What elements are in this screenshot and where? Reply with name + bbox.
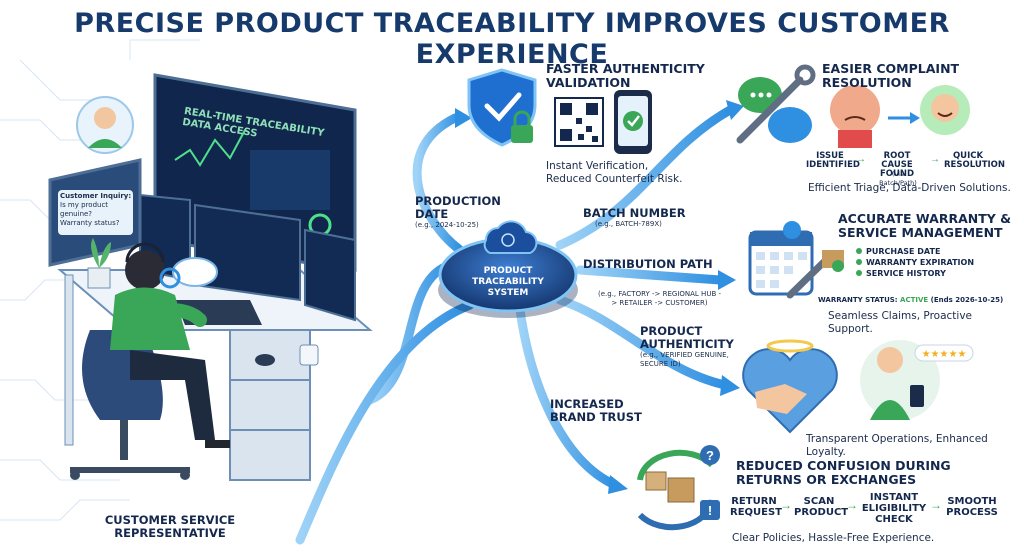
distribution-path-example: (e.g., FACTORY -> REGIONAL HUB -> RETAIL…	[597, 290, 721, 307]
complaint-step: QUICK RESOLUTION	[944, 151, 1006, 170]
returns-step: RETURN REQUEST	[730, 496, 783, 518]
batch-number-label: BATCH NUMBER (e.g., BATCH-789X)	[583, 207, 713, 229]
returns-step: INSTANT ELIGIBILITY CHECK	[861, 492, 927, 525]
returns-title: REDUCED CONFUSION DURING RETURNS OR EXCH…	[736, 458, 951, 487]
authenticity-title: FASTER AUTHENTICITY VALIDATION	[546, 61, 705, 90]
flow-to-trust	[555, 295, 730, 390]
arrow-icon: →	[846, 498, 858, 512]
representative-caption: CUSTOMER SERVICE REPRESENTATIVE	[104, 513, 236, 540]
calendar-wrench-icon	[748, 221, 832, 299]
svg-text:★★★★★: ★★★★★	[922, 349, 967, 360]
page-title: PRECISE PRODUCT TRACEABILITY IMPROVES CU…	[74, 8, 950, 70]
flow-to-representative	[295, 300, 475, 545]
flow-to-distribution	[575, 265, 725, 285]
flow-arrows	[295, 105, 735, 545]
flow-to-returns	[515, 305, 620, 490]
batch-number-title: BATCH NUMBER	[583, 206, 686, 220]
product-authenticity-example: (e.g., VERIFIED GENUINE, SECURE ID)	[640, 351, 729, 368]
returns-step: SMOOTH PROCESS	[946, 496, 998, 518]
production-date-label: PRODUCTION DATE (e.g., 2024-10-25)	[415, 195, 535, 230]
warranty-item: WARRANTY EXPIRATION	[856, 257, 996, 268]
bullet-icon	[856, 259, 862, 265]
chat-wrench-icon	[736, 64, 816, 144]
cloud-brain-icon	[483, 220, 538, 254]
returns-steps: RETURN REQUEST → SCAN PRODUCT → INSTANT …	[730, 492, 1020, 526]
phone-check-icon	[614, 90, 652, 154]
customer-rating-icon: ★★★★★	[860, 340, 974, 420]
complaint-title: EASIER COMPLAINT RESOLUTION	[822, 61, 960, 90]
distribution-path-label: DISTRIBUTION PATH	[583, 258, 723, 271]
returns-exchange-icon: ? !	[637, 445, 720, 531]
warranty-item: SERVICE HISTORY	[856, 268, 996, 279]
bullet-icon	[856, 270, 862, 276]
returns-step: SCAN PRODUCT	[794, 496, 849, 518]
heart-handshake-icon	[742, 339, 838, 434]
arrow-icon: →	[930, 498, 942, 512]
authenticity-desc: Instant Verification, Reduced Counterfei…	[546, 160, 683, 185]
box-check-icon	[822, 250, 844, 272]
qr-code-icon	[554, 97, 604, 147]
warranty-status: WARRANTY STATUS: ACTIVE (Ends 2026-10-25…	[818, 296, 1004, 304]
warranty-items: PURCHASE DATE WARRANTY EXPIRATION SERVIC…	[856, 246, 996, 279]
chat-line: Customer Inquiry:	[60, 192, 132, 200]
production-date-title: PRODUCTION DATE	[415, 194, 501, 221]
desk-illustration	[48, 73, 373, 481]
complaint-steps: ISSUE IDENTIFIED → ROOT CAUSE FOUND (via…	[806, 151, 1016, 188]
complaint-step: ISSUE IDENTIFIED	[806, 151, 860, 170]
arrow-icon: →	[856, 154, 866, 165]
warranty-title: ACCURATE WARRANTY & SERVICE MANAGEMENT	[838, 211, 1012, 240]
svg-text:!: !	[708, 503, 712, 518]
production-date-example: (e.g., 2024-10-25)	[415, 221, 479, 229]
chat-line: Is my product genuine?	[60, 201, 109, 218]
arrow-icon: →	[930, 154, 940, 165]
product-authenticity-title: PRODUCT AUTHENTICITY	[640, 324, 734, 351]
trust-desc: Transparent Operations, Enhanced Loyalty…	[806, 433, 988, 458]
batch-number-example: (e.g., BATCH-789X)	[595, 220, 662, 228]
brand-trust-label: INCREASED BRAND TRUST	[550, 397, 642, 424]
distribution-path-title: DISTRIBUTION PATH	[583, 257, 713, 271]
complaint-desc: Efficient Triage, Data-Driven Solutions.	[808, 182, 1011, 194]
warranty-item: PURCHASE DATE	[856, 246, 996, 257]
chat-line: Warranty status?	[60, 219, 120, 227]
bullet-icon	[856, 248, 862, 254]
warranty-desc: Seamless Claims, Proactive Support.	[828, 310, 972, 335]
svg-text:?: ?	[706, 448, 714, 463]
flow-from-workstation	[365, 260, 455, 405]
complaint-step-note: (via Batch/Path)	[879, 170, 917, 187]
arrow-icon: →	[780, 498, 792, 512]
shield-check-icon	[467, 68, 537, 147]
customer-faces-icon	[830, 85, 970, 148]
hub-label: PRODUCT TRACEABILITY SYSTEM	[472, 266, 544, 298]
product-authenticity-label: PRODUCT AUTHENTICITY (e.g., VERIFIED GEN…	[640, 325, 735, 369]
flow-to-complaint	[555, 105, 735, 250]
complaint-step: ROOT CAUSE FOUND	[879, 151, 915, 179]
customer-chat-bubble: Customer Inquiry: Is my product genuine?…	[60, 192, 132, 228]
flow-to-authenticity	[412, 113, 465, 255]
returns-desc: Clear Policies, Hassle-Free Experience.	[732, 532, 935, 544]
